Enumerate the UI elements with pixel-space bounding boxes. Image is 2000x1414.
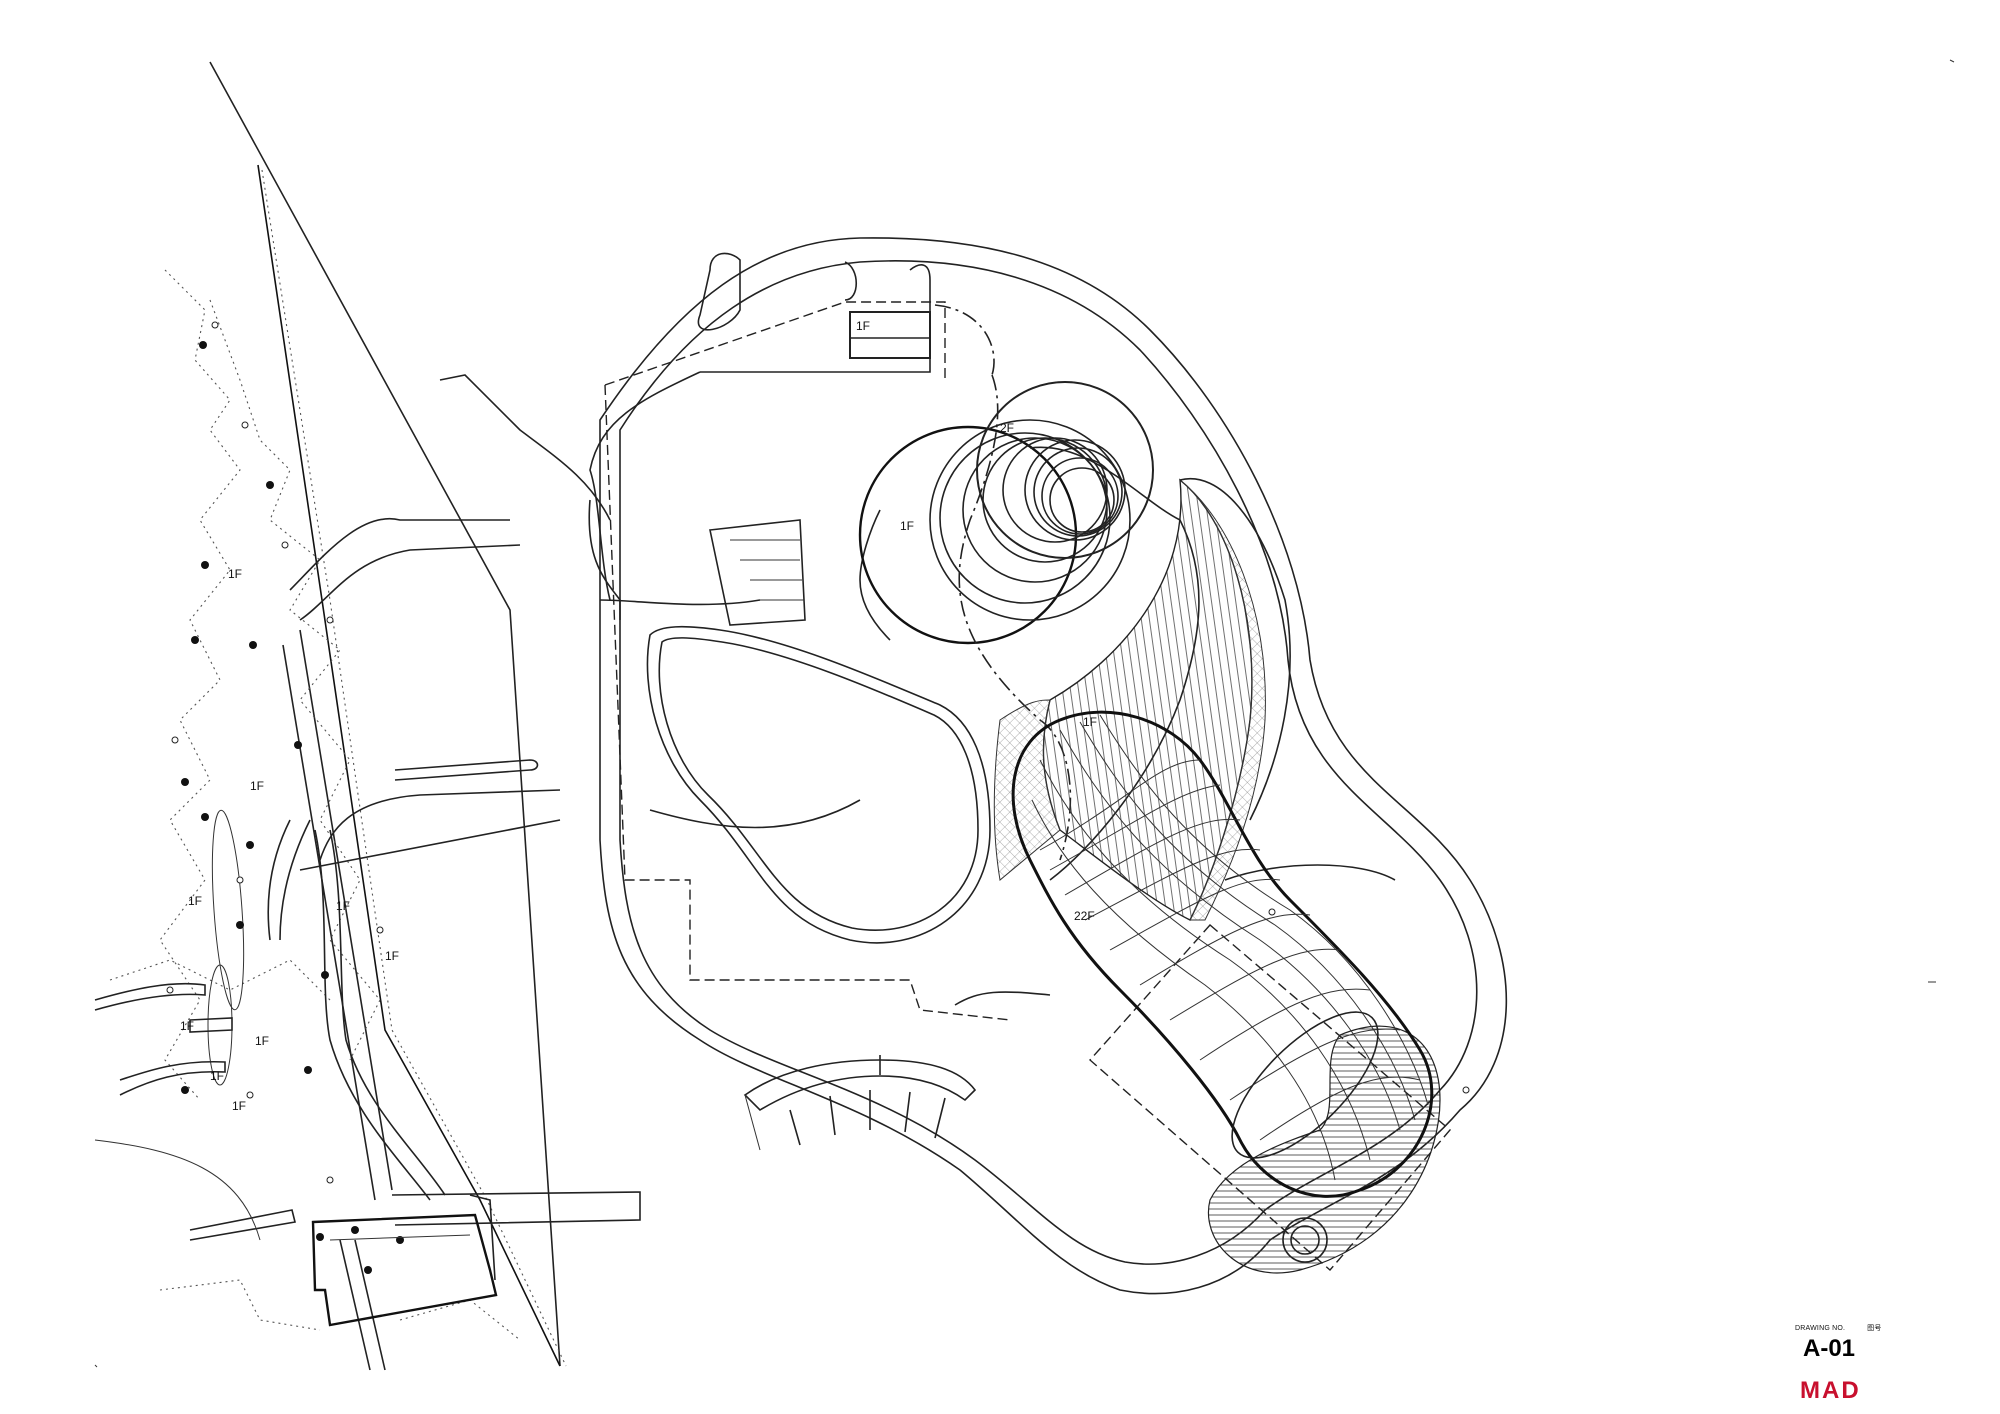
- north-annex: 1F: [849, 311, 931, 359]
- landscape-area: 1F 1F 1F 1F 1F 1F 1F 1F 1F: [94, 269, 1470, 1371]
- landscape-label: 1F: [232, 1099, 246, 1113]
- floor-label-tower-top: 2F: [1000, 421, 1014, 435]
- mad-logo: MAD: [1800, 1377, 1861, 1404]
- drawing-number-label: DRAWING NO.: [1795, 1325, 1846, 1332]
- landscape-label: 1F: [180, 1019, 194, 1033]
- tower: 2F 1F: [858, 304, 1200, 881]
- landscape-label: 1F: [255, 1034, 269, 1048]
- floor-label-north-annex: 1F: [856, 319, 870, 333]
- landscape-label: 1F: [336, 899, 350, 913]
- site-boundary-roads: [189, 61, 641, 1367]
- landscape-label: 1F: [210, 1069, 224, 1083]
- main-site-outline: [599, 237, 1508, 1295]
- landscape-label: 1F: [385, 949, 399, 963]
- drawing-number-label-cn: 图号: [1867, 1325, 1882, 1332]
- inner-roads: [439, 252, 1396, 1151]
- landscape-floor-tags: 1F 1F 1F 1F 1F 1F 1F 1F 1F: [180, 567, 399, 1113]
- floor-label-ribbed-wing: 1F: [1083, 715, 1097, 729]
- podium-outline: [604, 301, 1011, 1021]
- floor-label-capsule: 22F: [1074, 909, 1095, 923]
- landscape-label: 1F: [188, 894, 202, 908]
- landscape-label: 1F: [250, 779, 264, 793]
- ribbed-wing: 1F: [993, 477, 1291, 921]
- capsule-tower: 22F: [1011, 710, 1451, 1274]
- drawing-number-caption: DRAWING NO. 图号: [1795, 1323, 1935, 1333]
- landscape-label: 1F: [228, 567, 242, 581]
- pond: [646, 625, 991, 944]
- sheet-markers: [94, 59, 1955, 1368]
- drawing-number: A-01: [1803, 1335, 1856, 1362]
- floor-label-tower-base: 1F: [900, 519, 914, 533]
- gatehouse-building: [311, 1194, 498, 1327]
- title-block: DRAWING NO. 图号 A-01 MAD: [1795, 1323, 1935, 1405]
